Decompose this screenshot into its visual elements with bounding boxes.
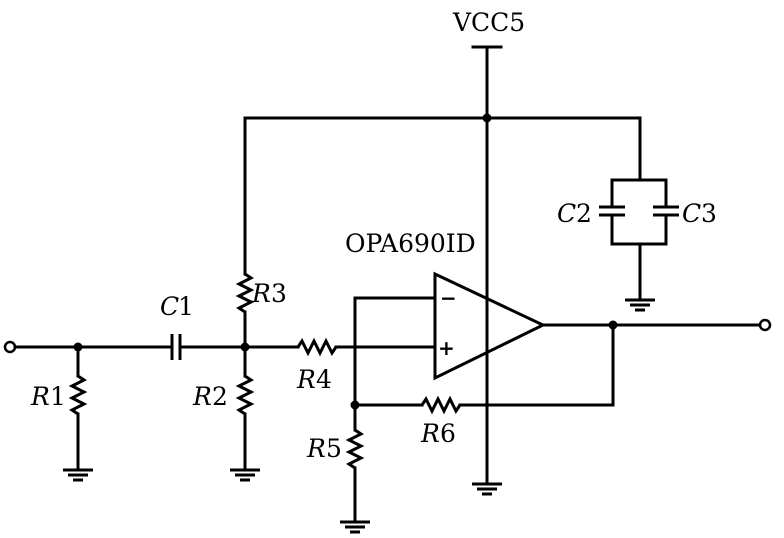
c2-number: 2 [576, 199, 592, 228]
c3-letter: C [682, 199, 701, 228]
opamp-plus-sign: + [438, 336, 455, 360]
output-terminal [758, 318, 772, 332]
r5-letter: R [306, 434, 326, 463]
c2-letter: C [557, 199, 576, 228]
resistor-r6 [353, 395, 615, 415]
capacitor-c2 [599, 178, 625, 246]
r3-number: 3 [271, 279, 287, 308]
c1-number: 1 [178, 292, 194, 321]
supply-label: VCC5 [452, 8, 525, 37]
resistor-r5 [345, 428, 365, 524]
resistor-r3 [235, 116, 255, 349]
r6-letter: R [420, 419, 440, 448]
opamp-opa690id: − + [433, 271, 547, 381]
r6-number: 6 [440, 419, 456, 448]
ground-decoupling [625, 298, 655, 312]
resistor-r1 [68, 345, 88, 472]
opamp-label: OPA690ID [345, 229, 476, 258]
capacitor-c3 [653, 178, 679, 246]
r2-letter: R [192, 382, 212, 411]
r5-number: 5 [326, 434, 342, 463]
resistor-r2 [235, 345, 255, 472]
supply-vcc5: VCC5 [452, 8, 525, 120]
ground-r2 [230, 468, 260, 482]
r1-letter: R [30, 382, 50, 411]
resistor-r4 [296, 337, 437, 357]
ground-r5 [340, 520, 370, 534]
r4-letter: R [296, 365, 316, 394]
r4-number: 4 [316, 365, 332, 394]
c3-number: 3 [701, 199, 717, 228]
opamp-minus-sign: − [440, 286, 457, 310]
ground-opamp [472, 482, 502, 496]
ground-r1 [63, 468, 93, 482]
c1-letter: C [160, 292, 179, 321]
r2-number: 2 [212, 382, 228, 411]
r3-letter: R [251, 279, 271, 308]
r1-number: 1 [50, 382, 66, 411]
